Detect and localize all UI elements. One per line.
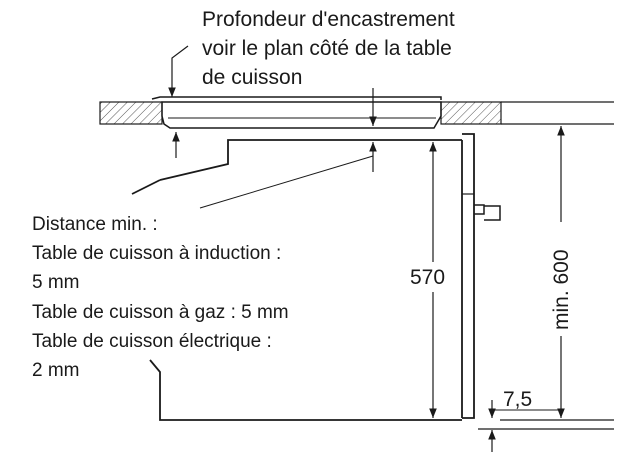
oven-body — [131, 133, 501, 421]
depth-note-line-1: Profondeur d'encastrement — [202, 8, 455, 31]
dimension-7-5 — [478, 400, 614, 452]
depth-note-line-3: de cuisson — [202, 66, 302, 89]
distance-note-line-4: Table de cuisson à gaz : 5 mm — [32, 302, 289, 323]
distance-note-line-5: Table de cuisson électrique : — [32, 331, 272, 352]
leader-lines — [168, 45, 377, 209]
oven-height-label: 570 — [410, 266, 445, 289]
distance-note-line-1: Distance min. : — [32, 214, 158, 235]
niche-height-label: min. 600 — [550, 249, 573, 330]
worktop-right — [440, 101, 502, 125]
dimension-600 — [500, 126, 614, 421]
bottom-gap-label: 7,5 — [503, 388, 532, 411]
worktop-left — [99, 101, 163, 125]
worktop — [99, 101, 614, 125]
distance-note-line-2: Table de cuisson à induction : — [32, 243, 281, 264]
distance-note-line-3: 5 mm — [32, 272, 80, 293]
depth-note-line-2: voir le plan côté de la table — [202, 37, 452, 60]
distance-note-line-6: 2 mm — [32, 360, 80, 381]
cooktop — [151, 96, 442, 129]
